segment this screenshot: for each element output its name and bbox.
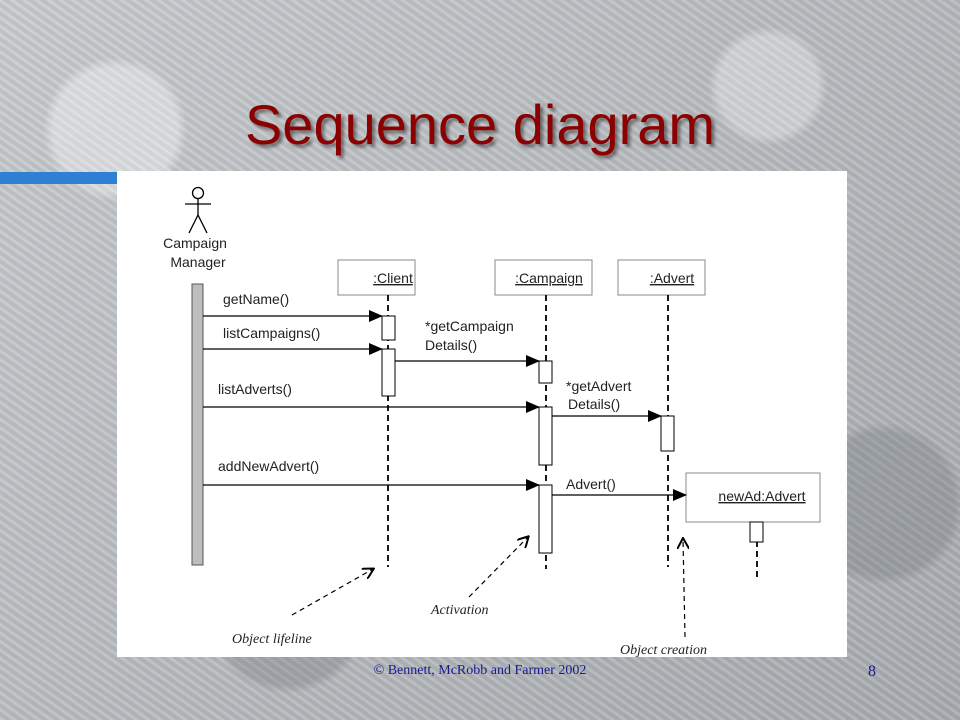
object-lifeline-pointer <box>291 569 373 616</box>
list-campaigns-label: listCampaigns() <box>223 325 320 341</box>
campaign-activation-3 <box>538 484 553 554</box>
object-creation-note: Object creation <box>620 643 707 657</box>
diagram-panel: Campaign Manager :Client :Campaign :Adve… <box>117 171 847 657</box>
new-ad-object-label: newAd:Advert <box>718 488 805 504</box>
add-new-advert-label: addNewAdvert() <box>218 458 319 474</box>
advert-object-box <box>617 259 706 296</box>
get-advert-details-label-line1: *getAdvert <box>566 378 631 394</box>
object-lifeline-note: Object lifeline <box>232 632 312 647</box>
list-adverts-label: listAdverts() <box>218 381 292 397</box>
sequence-diagram: Campaign Manager :Client :Campaign :Adve… <box>163 186 821 657</box>
object-creation-pointer <box>683 539 685 638</box>
campaign-object-label: :Campaign <box>515 270 583 286</box>
get-campaign-details-label-line2: Details() <box>425 337 477 353</box>
campaign-activation-1 <box>538 360 553 384</box>
client-object-box <box>337 259 416 296</box>
client-activation-1 <box>381 315 396 341</box>
get-campaign-details-label-line1: *getCampaign <box>425 318 514 334</box>
advert-object-label: :Advert <box>650 270 694 286</box>
get-name-label: getName() <box>223 291 289 307</box>
activation-pointer <box>468 537 528 598</box>
client-object-label: :Client <box>373 270 413 286</box>
campaign-object-box <box>494 259 593 296</box>
title-accent-bar <box>0 172 118 184</box>
client-activation-2 <box>381 348 396 397</box>
actor-label-line2: Manager <box>170 254 226 270</box>
actor-activation-bar <box>191 283 204 566</box>
advert-activation <box>660 415 675 452</box>
slide-title: Sequence diagram <box>244 93 716 156</box>
actor-stick-figure <box>185 186 211 234</box>
new-ad-activation <box>749 521 764 543</box>
activation-note: Activation <box>430 603 489 618</box>
page-number: 8 <box>868 663 876 680</box>
campaign-activation-2 <box>538 406 553 466</box>
advert-constructor-label: Advert() <box>566 476 616 492</box>
actor-label-line1: Campaign <box>163 235 227 251</box>
get-advert-details-label-line2: Details() <box>568 396 620 412</box>
copyright-footer: © Bennett, McRobb and Farmer 2002 <box>373 663 587 678</box>
